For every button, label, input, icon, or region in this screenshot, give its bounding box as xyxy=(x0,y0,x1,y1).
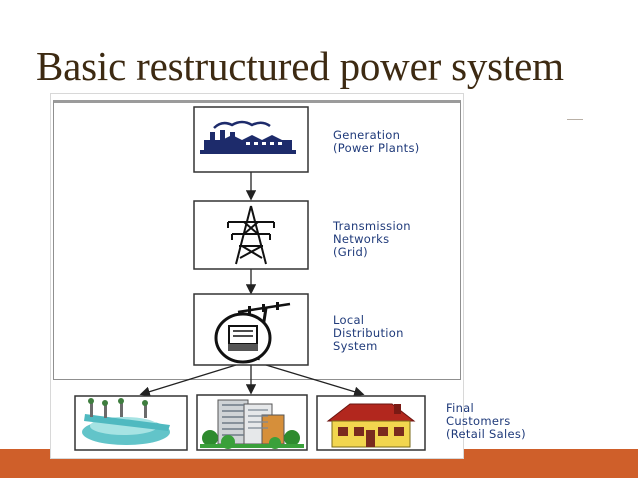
customer-industry-box xyxy=(74,395,188,451)
accent-dash xyxy=(567,119,583,120)
transmission-box xyxy=(193,200,309,270)
arrow-distribution-to-industry xyxy=(139,364,237,397)
customers-label: Final Customers (Retail Sales) xyxy=(446,401,526,441)
generation-box xyxy=(193,106,309,173)
utility-pole-meter-icon xyxy=(214,302,291,364)
transmission-tower-icon xyxy=(227,205,275,265)
arrow-distribution-to-house xyxy=(265,364,365,397)
transmission-label: Transmission Networks (Grid) xyxy=(333,219,411,259)
slide-title: Basic restructured power system xyxy=(36,43,564,89)
generation-label: Generation (Power Plants) xyxy=(333,128,420,155)
customer-office-box xyxy=(196,394,308,451)
distribution-box xyxy=(193,293,309,366)
house-icon xyxy=(326,403,416,448)
diagram-frame xyxy=(53,100,461,380)
industrial-plant-icon xyxy=(82,398,170,445)
distribution-label: Local Distribution System xyxy=(333,313,404,353)
factory-icon xyxy=(200,120,296,154)
customer-house-box xyxy=(316,395,426,451)
office-building-icon xyxy=(200,399,304,449)
